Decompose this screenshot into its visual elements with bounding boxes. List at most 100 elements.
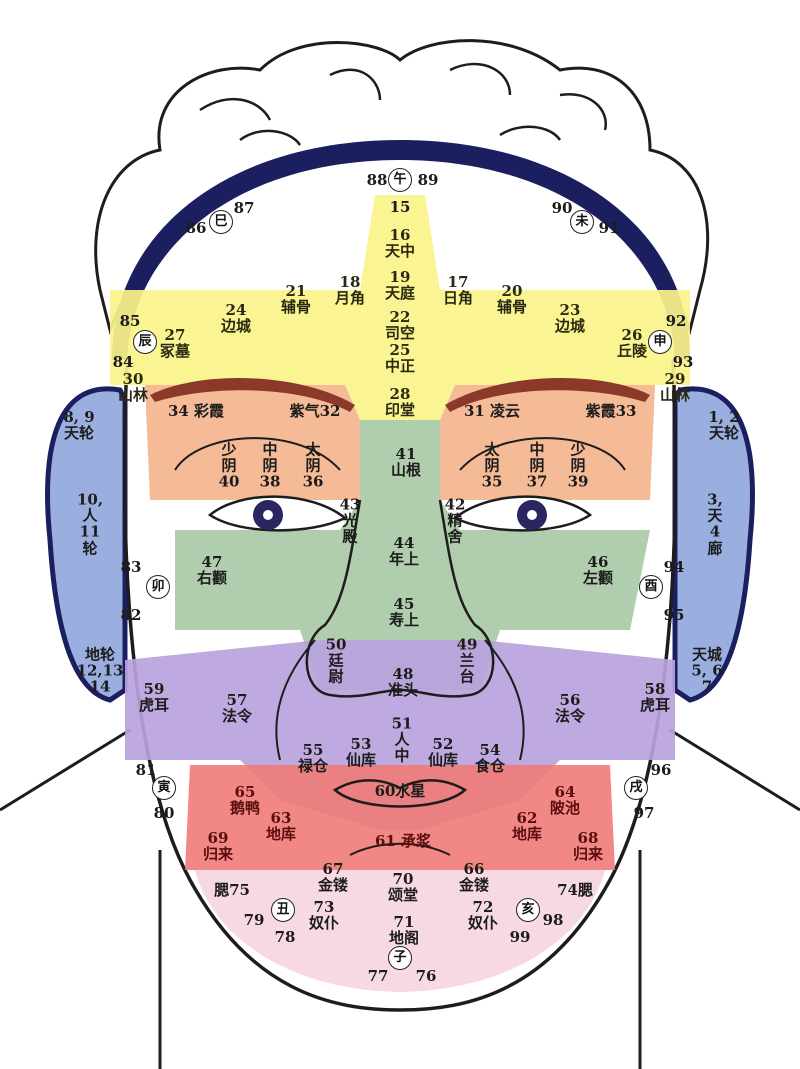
eye-arc-left (459, 437, 626, 471)
branch-wei-mark: 未 (570, 210, 594, 234)
label-shuixing: 60水星 (374, 781, 426, 800)
zone-brow-right (145, 385, 360, 500)
eye-arc-right (174, 437, 341, 471)
eyebrow-left (445, 378, 650, 412)
label-89: 89 (417, 171, 439, 189)
zone-brow-left (440, 385, 655, 500)
branch-xu-mark: 戌 (624, 776, 648, 800)
branch-chen-mark: 辰 (133, 330, 157, 354)
label-92: 92 (665, 312, 687, 330)
ear-left-side (672, 386, 755, 703)
branch-chou-mark: 丑 (271, 898, 295, 922)
label-sai-right: 腮75 (214, 880, 250, 899)
label-93: 93 (672, 353, 694, 371)
label-81: 81 (135, 761, 157, 779)
pupil-left (527, 510, 537, 520)
label-96: 96 (650, 761, 672, 779)
branch-you-mark: 酉 (639, 575, 663, 599)
label-sai-left: 74腮 (557, 880, 593, 899)
zone-nose-cheeks (175, 420, 650, 690)
pupil-right (263, 510, 273, 520)
branch-zi-mark: 子 (388, 946, 412, 970)
label-87: 87 (233, 199, 255, 217)
label-98: 98 (542, 911, 564, 929)
label-ziqi: 紫气32 (289, 401, 341, 420)
label-83: 83 (120, 558, 142, 576)
label-zixia: 紫霞33 (585, 401, 637, 420)
label-78: 78 (274, 928, 296, 946)
neck-outline (158, 850, 642, 1069)
nasolabial-right (275, 639, 316, 761)
branch-yin-mark: 寅 (152, 776, 176, 800)
branch-shen-mark: 申 (648, 330, 672, 354)
label-88: 88 (366, 171, 388, 189)
branch-wu-mark: 午 (388, 168, 412, 192)
label-86: 86 (185, 219, 207, 237)
label-chengjiang: 61 承浆 (374, 831, 432, 850)
label-84: 84 (112, 353, 134, 371)
label-94: 94 (663, 558, 685, 576)
label-lingyun: 31 凌云 (463, 401, 521, 420)
branch-si-mark: 巳 (209, 210, 233, 234)
label-caixia: 34 彩霞 (167, 401, 225, 420)
label-15: 15 (389, 198, 411, 216)
zone-jaw (195, 870, 605, 992)
shoulders (0, 728, 800, 812)
label-76: 76 (415, 967, 437, 985)
hair-strands (199, 62, 608, 146)
eyebrow-right (150, 378, 355, 412)
branch-hai-mark: 亥 (516, 898, 540, 922)
zone-forehead (110, 195, 690, 420)
label-95: 95 (663, 606, 685, 624)
zone-chin (185, 765, 615, 870)
lips (332, 779, 468, 808)
